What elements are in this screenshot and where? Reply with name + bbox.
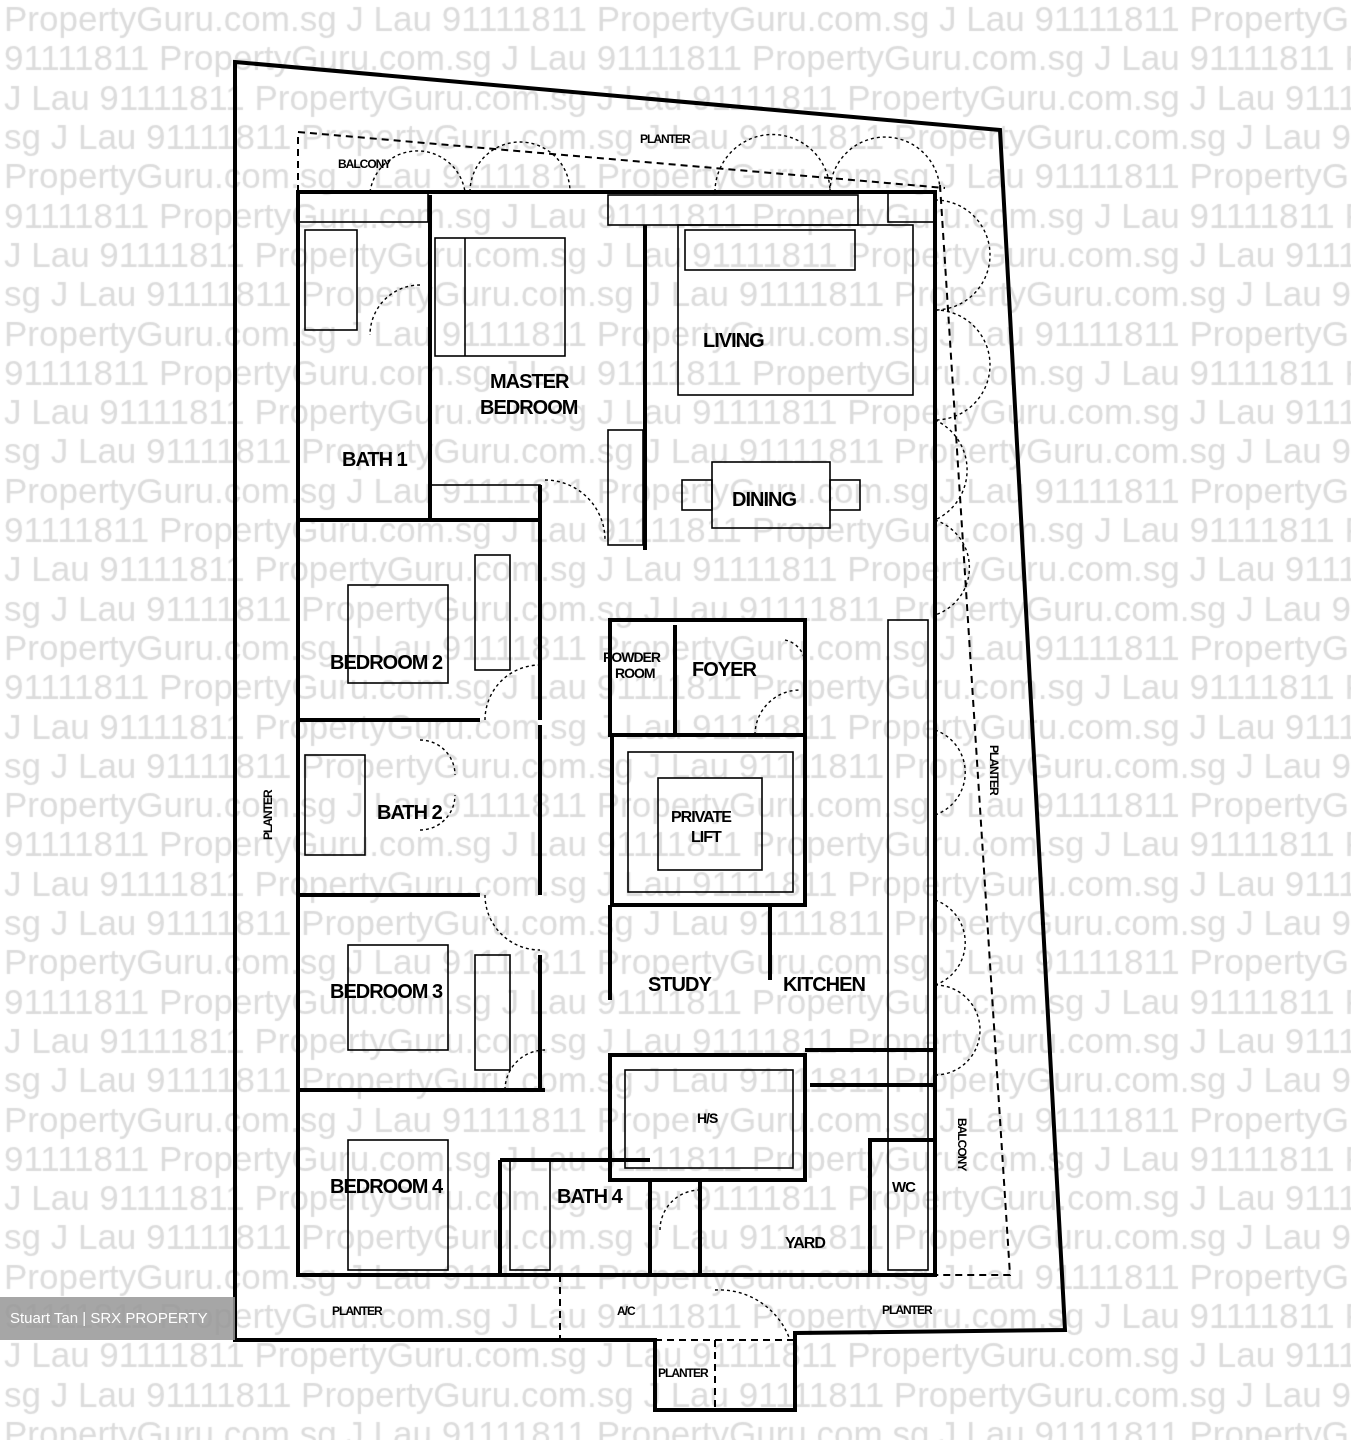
bed-3 — [347, 944, 449, 1051]
label-bath4: BATH 4 — [557, 1186, 624, 1208]
label-ac: A/C — [617, 1304, 636, 1318]
agent-credit-badge: Stuart Tan | SRX PROPERTY — [0, 1297, 235, 1340]
bed-2 — [347, 584, 449, 684]
label-planter-left: PLANTER — [261, 789, 275, 840]
label-bedroom2: BEDROOM 2 — [330, 652, 443, 674]
site-boundary — [233, 59, 1068, 1412]
label-hs: H/S — [697, 1110, 718, 1126]
label-master-bedroom-2: BEDROOM — [480, 397, 578, 419]
label-balcony-top: BALCONY — [338, 157, 391, 171]
right-planter-outline — [935, 184, 1012, 1276]
label-powder-room-1: POWDER — [603, 649, 661, 665]
label-bath2: BATH 2 — [377, 802, 443, 824]
bed-4 — [347, 1139, 449, 1271]
private-lift-shaft — [610, 733, 807, 907]
label-planter-entrance: PLANTER — [658, 1366, 709, 1380]
balcony-outline — [297, 130, 946, 192]
label-planter-bottom-left: PLANTER — [332, 1304, 383, 1318]
label-bedroom4: BEDROOM 4 — [330, 1176, 444, 1198]
label-wc: WC — [892, 1179, 916, 1196]
kitchen-counter — [887, 619, 929, 1271]
label-planter-bottom-right: PLANTER — [882, 1303, 933, 1317]
label-dining: DINING — [732, 489, 796, 511]
label-kitchen: KITCHEN — [783, 974, 865, 996]
label-living: LIVING — [703, 330, 764, 352]
label-private-lift-1: PRIVATE — [671, 809, 732, 826]
label-bath1: BATH 1 — [342, 449, 408, 471]
label-balcony-right: BALCONY — [955, 1118, 969, 1171]
master-bed — [434, 237, 566, 357]
sofa — [684, 229, 856, 271]
label-powder-room-2: ROOM — [615, 665, 655, 681]
label-yard: YARD — [785, 1235, 825, 1252]
label-foyer: FOYER — [692, 659, 757, 681]
label-bedroom3: BEDROOM 3 — [330, 981, 443, 1003]
label-planter-right: PLANTER — [987, 745, 1001, 796]
label-master-bedroom-1: MASTER — [490, 371, 570, 393]
label-planter-top: PLANTER — [640, 132, 691, 146]
hs-room — [608, 1053, 807, 1182]
label-private-lift-2: LIFT — [691, 829, 722, 846]
label-study: STUDY — [648, 974, 712, 996]
unit-outline — [296, 190, 937, 1277]
